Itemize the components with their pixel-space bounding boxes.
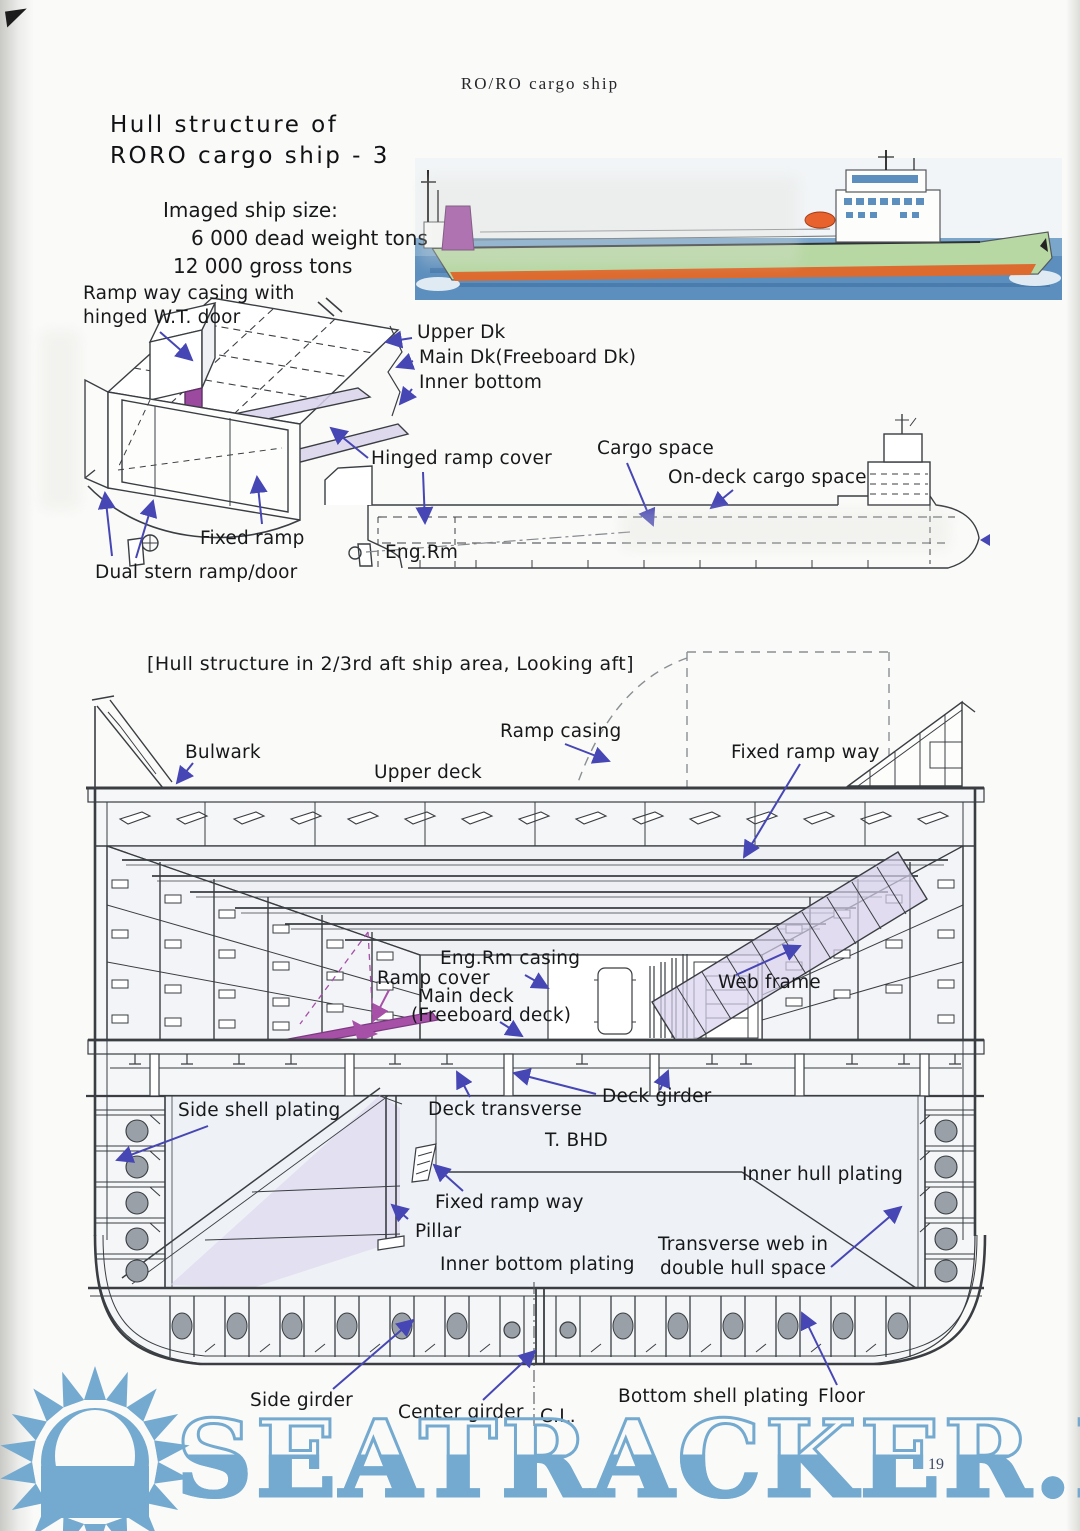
label-cargo-space: Cargo space [597,438,714,459]
label-side-girder: Side girder [250,1390,353,1411]
bleedthrough-ghost [40,330,80,510]
label-inner-hull-plating: Inner hull plating [742,1164,904,1185]
profile-view-diagram [324,414,990,569]
label-upper-deck: Upper deck [374,762,482,783]
label-main-deck-1: Main deck [418,986,514,1007]
isometric-stern-diagram [84,297,410,567]
label-side-shell-plating: Side shell plating [178,1100,341,1121]
label-ramp-casing: Ramp casing [500,721,622,742]
page-number: 19 [928,1456,944,1473]
cross-section-diagram [86,651,987,1430]
label-center-girder: Center girder [398,1402,524,1423]
section-caption: [Hull structure in 2/3rd aft ship area, … [147,653,634,675]
label-inner-bottom: Inner bottom [419,372,543,393]
label-hinged-ramp-cover: Hinged ramp cover [371,448,552,469]
label-floor: Floor [818,1386,865,1407]
label-upper-dk: Upper Dk [417,322,506,343]
label-deck-girder: Deck girder [602,1086,712,1107]
label-transverse-web-1: Transverse web in [658,1234,829,1255]
page-header: RO/RO cargo ship [460,74,620,93]
label-t-bhd: T. BHD [545,1130,608,1151]
label-transverse-web-2: double hull space [660,1258,827,1279]
sun-logo [0,1366,192,1531]
label-ramp-cover: Ramp cover [377,968,490,989]
label-arrows [97,330,903,1401]
label-ramp-way-casing-1: Ramp way casing with [83,283,295,304]
label-cl: C.L. [540,1406,576,1427]
label-bulwark: Bulwark [185,742,261,763]
watermark-text: SEATRACKER.RU [175,1395,1080,1523]
label-main-dk: Main Dk(Freeboard Dk) [419,347,637,368]
bleedthrough-ghost [620,510,950,550]
page-title: Hull structure of RORO cargo ship - 3 [110,110,390,172]
label-ramp-way-casing-2: hinged W.T. door [83,307,241,328]
label-web-frame: Web frame [718,972,821,993]
label-inner-bottom-plating: Inner bottom plating [440,1254,635,1275]
label-bottom-shell-plating: Bottom shell plating [618,1386,809,1407]
label-eng-rm: Eng.Rm [385,542,459,563]
label-fixed-ramp: Fixed ramp [200,528,305,549]
label-dual-stern-ramp: Dual stern ramp/door [95,562,298,583]
label-eng-rm-casing: Eng.Rm casing [440,948,581,969]
title-line-1: Hull structure of [110,112,339,138]
label-pillar: Pillar [415,1221,462,1242]
bleedthrough-ghost [420,175,800,265]
label-fixed-ramp-way-top: Fixed ramp way [731,742,880,763]
ship-size-dwt: 6 000 dead weight tons [191,226,428,250]
ship-size-gt: 12 000 gross tons [173,254,353,278]
label-fixed-ramp-way-hold: Fixed ramp way [435,1192,584,1213]
ship-size-heading: Imaged ship size: [163,198,338,222]
title-line-2: RORO cargo ship - 3 [110,143,390,169]
label-deck-transverse: Deck transverse [428,1099,582,1120]
label-main-deck-2: (Freeboard deck) [411,1005,572,1026]
ship-illustration [415,150,1062,300]
page-edge-shadow [1066,0,1080,1531]
label-on-deck-cargo-space: On-deck cargo space [668,467,867,488]
ship-size-note: Imaged ship size: 6 000 dead weight tons… [163,196,428,280]
